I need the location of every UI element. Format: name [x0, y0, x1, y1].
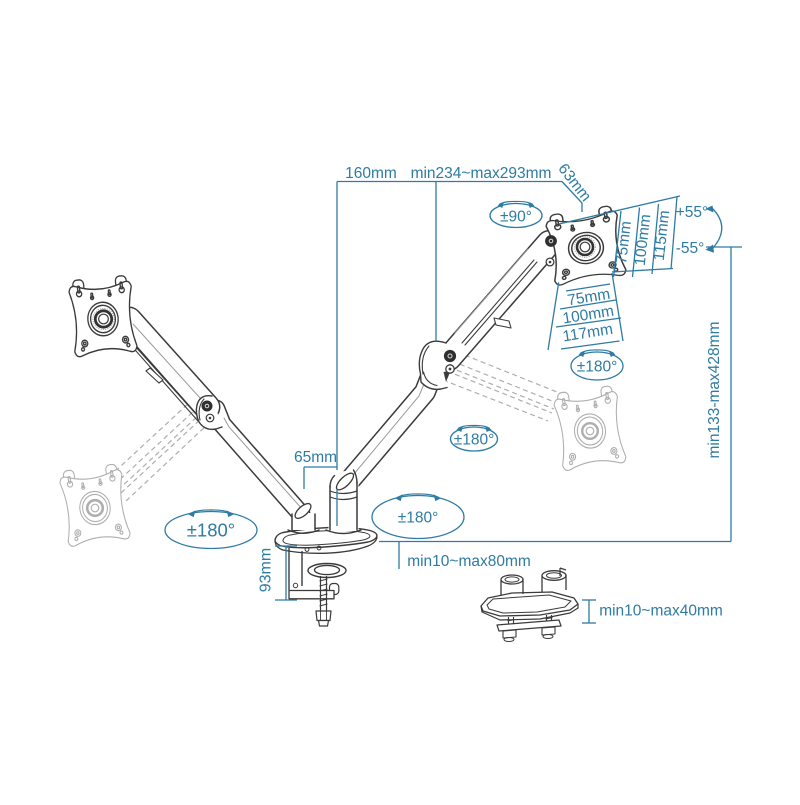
svg-text:min10~max80mm: min10~max80mm	[407, 553, 531, 570]
svg-text:±180°: ±180°	[187, 520, 235, 541]
svg-text:min10~max40mm: min10~max40mm	[599, 603, 723, 620]
svg-text:100mm: 100mm	[632, 213, 655, 266]
svg-text:93mm: 93mm	[258, 548, 275, 592]
svg-text:115mm: 115mm	[651, 209, 674, 261]
svg-text:65mm: 65mm	[294, 449, 337, 466]
svg-text:160mm: 160mm	[345, 165, 397, 182]
svg-text:75mm: 75mm	[566, 286, 611, 310]
svg-text:75mm: 75mm	[613, 220, 635, 265]
svg-text:-55°: -55°	[676, 240, 705, 257]
svg-text:±90°: ±90°	[500, 209, 532, 226]
svg-text:min133-max428mm: min133-max428mm	[706, 322, 723, 459]
svg-text:+55°: +55°	[676, 204, 709, 221]
svg-text:±180°: ±180°	[454, 432, 495, 449]
svg-text:min234~max293mm: min234~max293mm	[411, 165, 552, 182]
svg-text:±180°: ±180°	[577, 359, 618, 376]
svg-text:±180°: ±180°	[398, 510, 439, 527]
